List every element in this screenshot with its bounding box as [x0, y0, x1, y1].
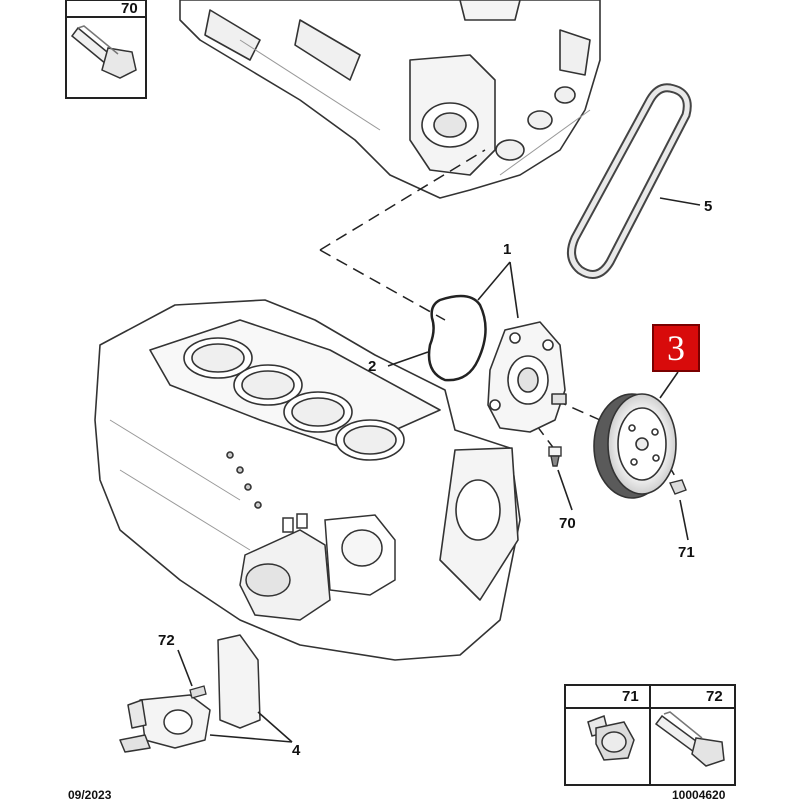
callout-1: 1 [503, 241, 512, 258]
inset-label-70: 70 [121, 0, 138, 17]
inset-bolt-70 [70, 25, 137, 79]
inset-label-72: 72 [706, 688, 723, 705]
callout-2: 2 [368, 358, 377, 375]
pump-pulley [593, 393, 677, 499]
footer-reference: 10004620 [672, 788, 726, 802]
thermostat-assembly [119, 634, 261, 753]
footer-date: 09/2023 [68, 788, 112, 802]
bolt-70 [548, 446, 562, 467]
callout-4: 4 [292, 742, 301, 759]
water-pump [487, 321, 567, 433]
callout-71: 71 [678, 544, 695, 561]
bolt-72 [189, 685, 207, 699]
highlighted-part-badge: 3 [652, 324, 700, 372]
main-engine-block [94, 299, 521, 661]
leader-lines [177, 197, 701, 743]
upper-engine-block [179, 0, 601, 199]
inset-bolt-71 [587, 715, 635, 761]
oil-filter-housing [239, 513, 396, 621]
inset-frames [65, 0, 736, 786]
callout-72: 72 [158, 632, 175, 649]
bolt-71 [669, 479, 687, 495]
pump-gasket [427, 294, 487, 382]
highlighted-part-number: 3 [667, 328, 685, 368]
callout-5: 5 [704, 198, 713, 215]
callout-70: 70 [559, 515, 576, 532]
drive-belt [566, 83, 692, 279]
inset-label-71: 71 [622, 688, 639, 705]
inset-bolt-72 [654, 711, 725, 767]
